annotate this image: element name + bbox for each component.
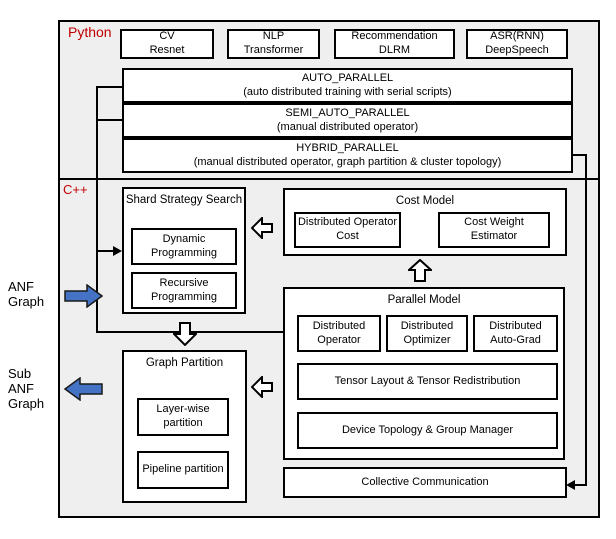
cost-weight-estimator-label: Cost Weight Estimator — [464, 216, 524, 242]
app-box-nlp: NLP Transformer — [227, 29, 320, 59]
tensor-layout-redistribution-label: Tensor Layout & Tensor Redistribution — [334, 374, 521, 387]
app-box-asr-line1: ASR(RNN) — [490, 30, 544, 43]
cpp-section-label: C++ — [63, 182, 88, 197]
anf-graph-label-line1: ANF — [8, 279, 34, 294]
hybrid-parallel-name: HYBRID_PARALLEL — [296, 141, 399, 154]
sub-anf-graph-output-arrow-icon — [63, 377, 103, 401]
parallel-to-cost-model-arrow-icon — [408, 259, 432, 282]
box-dynamic-programming: Dynamic Programming — [131, 228, 237, 265]
collective-communication-label: Collective Communication — [361, 475, 489, 488]
sub-anf-graph-label-line1: Sub — [8, 366, 32, 381]
layer-wise-partition-label: Layer-wise partition — [156, 403, 210, 429]
device-topology-group-manager-label: Device Topology & Group Manager — [341, 423, 513, 436]
hybrid-parallel-desc: (manual distributed operator, graph part… — [193, 155, 502, 168]
anf-graph-input-arrow-icon — [64, 284, 103, 308]
box-collective-communication: Collective Communication — [283, 467, 567, 498]
auto-parallel-desc: (auto distributed training with serial s… — [243, 85, 452, 98]
app-box-nlp-line1: NLP — [262, 30, 285, 43]
collective-arrow-line — [573, 484, 587, 486]
mode-box-hybrid-parallel: HYBRID_PARALLEL (manual distributed oper… — [122, 138, 573, 173]
anf-graph-label-line2: Graph — [8, 294, 45, 309]
collective-arrowhead-icon — [566, 480, 575, 490]
mode-box-semi-auto-parallel: SEMI_AUTO_PARALLEL (manual distributed o… — [122, 103, 573, 138]
app-box-cv-line2: Resnet — [149, 44, 185, 56]
app-box-cv-line1: CV — [159, 30, 175, 43]
box-layer-wise-partition: Layer-wise partition — [137, 398, 229, 436]
box-distributed-optimizer: Distributed Optimizer — [386, 315, 468, 352]
left-connector-vline — [96, 86, 98, 333]
app-box-recommendation-line2: DLRM — [378, 44, 411, 56]
semi-auto-parallel-name: SEMI_AUTO_PARALLEL — [285, 106, 410, 119]
app-box-asr: ASR(RNN) DeepSpeech — [466, 29, 568, 59]
python-cpp-divider — [58, 178, 600, 180]
app-box-recommendation-line1: Recommendation — [351, 30, 438, 43]
anf-graph-label: ANF Graph — [8, 279, 44, 309]
auto-parallel-name: AUTO_PARALLEL — [301, 71, 394, 84]
box-tensor-layout-redistribution: Tensor Layout & Tensor Redistribution — [297, 363, 558, 400]
cost-model-title: Cost Model — [395, 195, 455, 207]
recursive-programming-label: Recursive Programming — [150, 276, 218, 303]
box-cost-weight-estimator: Cost Weight Estimator — [438, 212, 550, 248]
sub-anf-graph-label: Sub ANF Graph — [8, 366, 44, 411]
box-distributed-operator-cost: Distributed Operator Cost — [294, 212, 401, 248]
shard-strategy-search-title: Shard Strategy Search — [125, 194, 243, 206]
distributed-auto-grad-label: Distributed Auto-Grad — [489, 319, 542, 346]
python-section-label: Python — [68, 24, 112, 40]
app-box-asr-line2: DeepSpeech — [485, 44, 549, 56]
box-device-topology-group-manager: Device Topology & Group Manager — [297, 412, 558, 449]
hybrid-stub-line — [573, 154, 587, 156]
distributed-operator-cost-label: Distributed Operator Cost — [297, 216, 398, 242]
cost-to-shard-arrow-icon — [251, 217, 273, 239]
app-box-cv: CV Resnet — [120, 29, 214, 59]
sub-anf-graph-label-line2: ANF — [8, 381, 34, 396]
box-distributed-operator: Distributed Operator — [297, 315, 381, 352]
box-distributed-auto-grad: Distributed Auto-Grad — [473, 315, 558, 352]
shard-search-arrowhead-icon — [113, 246, 122, 256]
shard-search-arrow-line — [96, 250, 116, 252]
graph-partition-title: Graph Partition — [145, 357, 224, 369]
auto-parallel-stub-line — [96, 86, 122, 88]
box-pipeline-partition: Pipeline partition — [137, 451, 229, 489]
right-connector-vline — [585, 154, 587, 486]
box-recursive-programming: Recursive Programming — [131, 272, 237, 309]
dynamic-programming-label: Dynamic Programming — [150, 232, 218, 259]
parallel-to-graph-partition-arrow-icon — [251, 376, 273, 398]
semi-auto-parallel-desc: (manual distributed operator) — [276, 120, 419, 133]
distributed-operator-label: Distributed Operator — [312, 319, 366, 346]
app-box-recommendation: Recommendation DLRM — [334, 29, 455, 59]
pipeline-partition-label: Pipeline partition — [142, 463, 224, 476]
semi-auto-parallel-stub-line — [96, 119, 122, 121]
parallel-model-title: Parallel Model — [387, 294, 461, 306]
shard-to-graph-partition-arrow-icon — [173, 322, 197, 346]
mode-box-auto-parallel: AUTO_PARALLEL (auto distributed training… — [122, 68, 573, 103]
sub-anf-graph-label-line3: Graph — [8, 396, 45, 411]
distributed-optimizer-label: Distributed Optimizer — [400, 319, 454, 346]
app-box-nlp-line2: Transformer — [243, 44, 304, 56]
